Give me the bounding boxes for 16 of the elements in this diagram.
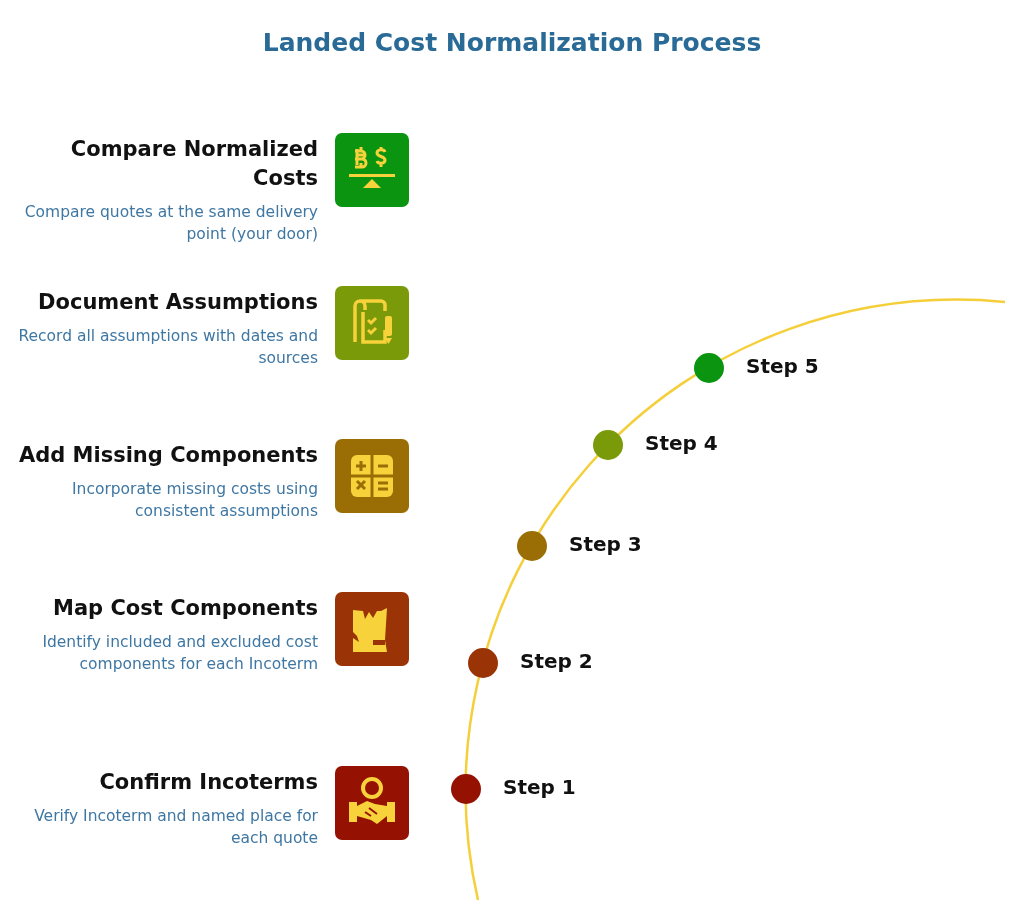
step-description: Identify included and excluded cost components for each Incoterm	[41, 632, 318, 675]
step-description: Verify Incoterm and named place for each quote	[33, 806, 318, 849]
step-description: Incorporate missing costs using consistent assumptions	[71, 479, 318, 522]
step-label: Step 4	[645, 431, 718, 455]
step-label: Step 1	[503, 775, 576, 799]
step-heading: Add Missing Components	[18, 442, 318, 469]
step-label: Step 3	[569, 532, 642, 556]
step-description: Record all assumptions with dates and sources	[18, 326, 318, 369]
step-heading: Confirm Incoterms	[98, 769, 318, 796]
step-label: Step 2	[520, 649, 593, 673]
step-label: Step 5	[746, 354, 819, 378]
title: Landed Cost Normalization Process	[261, 28, 763, 57]
step-heading: Document Assumptions	[37, 289, 318, 316]
step-heading: Map Cost Components	[52, 595, 318, 622]
step-heading: Compare Normalized Costs	[69, 136, 318, 192]
step-description: Compare quotes at the same delivery point (your door)	[23, 202, 318, 245]
